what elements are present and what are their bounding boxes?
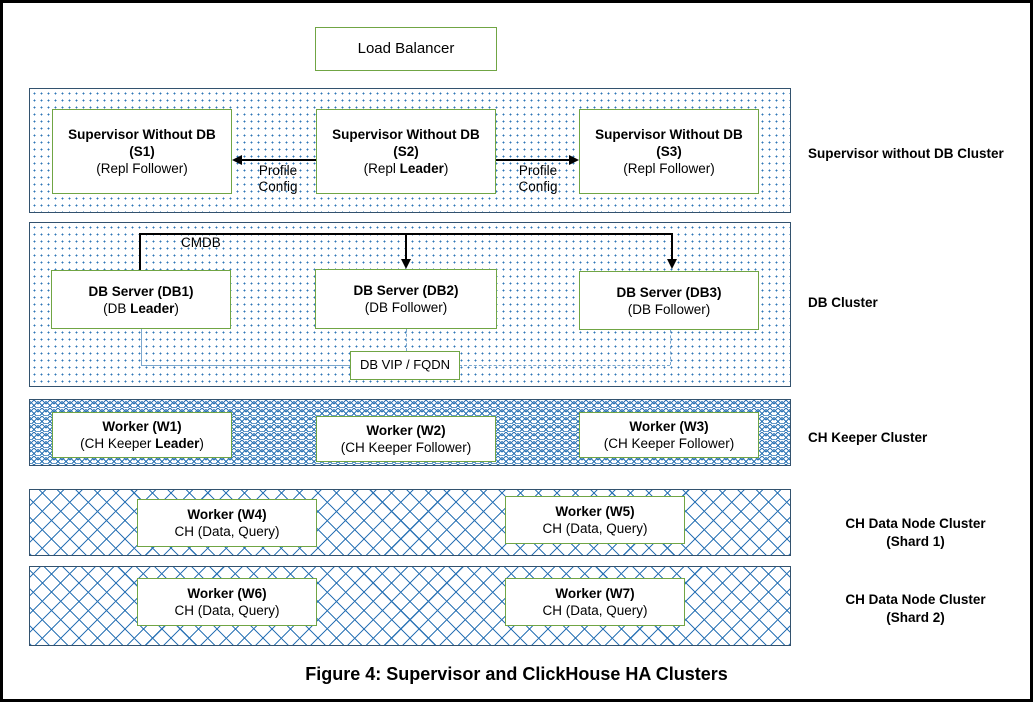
node-s2-tag: (S2): [393, 144, 419, 159]
node-load-balancer[interactable]: Load Balancer: [315, 27, 497, 71]
node-w7-subtitle: CH (Data, Query): [542, 603, 648, 618]
node-db3-role: (DB Follower): [627, 301, 711, 317]
node-w4-subtitle: CH (Data, Query): [174, 524, 280, 539]
node-w4-title: Worker (W4): [187, 507, 267, 522]
node-w7-title: Worker (W7): [555, 586, 635, 601]
side-label-ch-data-shard-1: CH Data Node Cluster (Shard 1): [845, 516, 986, 550]
node-db3-title: DB Server (DB3): [616, 284, 722, 300]
connector-cmdb-drop-db3: [671, 233, 673, 261]
vip-link-db3-horizontal: [459, 365, 670, 366]
node-db-vip-label: DB VIP / FQDN: [359, 357, 451, 373]
node-w5-title: Worker (W5): [555, 504, 635, 519]
node-w3-role: (CH Keeper Follower): [603, 436, 735, 451]
vip-link-db1-horizontal: [141, 365, 350, 366]
arrowhead-cmdb-db2: [400, 259, 411, 269]
node-db2-title: DB Server (DB2): [353, 283, 459, 298]
edge-label-cmdb: CMDB: [181, 235, 221, 250]
node-db2[interactable]: DB Server (DB2) (DB Follower): [315, 269, 497, 329]
side-label-supervisor-cluster: Supervisor without DB Cluster: [808, 146, 1004, 161]
node-w6-title: Worker (W6): [187, 586, 267, 601]
node-w6-subtitle: CH (Data, Query): [174, 603, 280, 618]
arrowhead-s2-to-s3: [569, 154, 579, 165]
node-w1[interactable]: Worker (W1) (CH Keeper Leader): [52, 412, 232, 458]
node-w2[interactable]: Worker (W2) (CH Keeper Follower): [316, 416, 496, 462]
node-s1[interactable]: Supervisor Without DB (S1) (Repl Followe…: [52, 109, 232, 194]
node-w5[interactable]: Worker (W5) CH (Data, Query): [505, 496, 685, 544]
node-s1-role: (Repl Follower): [96, 161, 188, 176]
node-w1-title: Worker (W1): [102, 419, 182, 434]
vip-link-db3-vertical: [670, 330, 671, 365]
connector-cmdb-drop-db2: [405, 233, 407, 261]
load-balancer-label: Load Balancer: [357, 39, 455, 57]
node-w2-role: (CH Keeper Follower): [340, 440, 472, 455]
node-w7[interactable]: Worker (W7) CH (Data, Query): [505, 578, 685, 626]
edge-label-profile-config-left: Profile Config: [258, 163, 298, 195]
node-s1-title: Supervisor Without DB: [68, 127, 216, 142]
node-s2[interactable]: Supervisor Without DB (S2) (Repl Leader): [316, 109, 496, 194]
figure-caption: Figure 4: Supervisor and ClickHouse HA C…: [305, 664, 728, 684]
node-w6[interactable]: Worker (W6) CH (Data, Query): [137, 578, 317, 626]
node-s3-tag: (S3): [656, 144, 682, 159]
connector-s2-to-s1: [242, 159, 316, 161]
node-db1-role: (DB Leader): [103, 300, 179, 316]
vip-link-db1-vertical: [141, 329, 142, 365]
node-db2-role: (DB Follower): [364, 300, 448, 315]
node-w3-title: Worker (W3): [629, 419, 709, 434]
node-s3-role: (Repl Follower): [623, 161, 715, 176]
node-db1-title: DB Server (DB1): [88, 283, 194, 299]
node-s2-role: (Repl Leader): [363, 161, 449, 176]
node-db1[interactable]: DB Server (DB1) (DB Leader): [51, 270, 231, 329]
node-w3[interactable]: Worker (W3) (CH Keeper Follower): [579, 412, 759, 458]
connector-s2-to-s3: [496, 159, 569, 161]
connector-cmdb-riser-db1: [139, 233, 141, 270]
node-s2-title: Supervisor Without DB: [332, 127, 480, 142]
node-w5-subtitle: CH (Data, Query): [542, 521, 648, 536]
node-db-vip[interactable]: DB VIP / FQDN: [350, 351, 460, 380]
node-s1-tag: (S1): [129, 144, 155, 159]
side-label-ch-keeper-cluster: CH Keeper Cluster: [808, 430, 928, 445]
node-w4[interactable]: Worker (W4) CH (Data, Query): [137, 499, 317, 547]
side-label-ch-data-shard-2: CH Data Node Cluster (Shard 2): [845, 592, 986, 626]
node-w2-title: Worker (W2): [366, 423, 446, 438]
side-label-db-cluster: DB Cluster: [808, 295, 878, 310]
vip-link-db2-vertical: [406, 329, 407, 351]
node-s3-title: Supervisor Without DB: [595, 127, 743, 142]
node-s3[interactable]: Supervisor Without DB (S3) (Repl Followe…: [579, 109, 759, 194]
arrowhead-s2-to-s1: [232, 154, 242, 165]
arrowhead-cmdb-db3: [666, 259, 677, 269]
edge-label-profile-config-right: Profile Config: [518, 163, 558, 195]
node-w1-role: (CH Keeper Leader): [80, 436, 204, 451]
node-db3[interactable]: DB Server (DB3) (DB Follower): [579, 271, 759, 330]
